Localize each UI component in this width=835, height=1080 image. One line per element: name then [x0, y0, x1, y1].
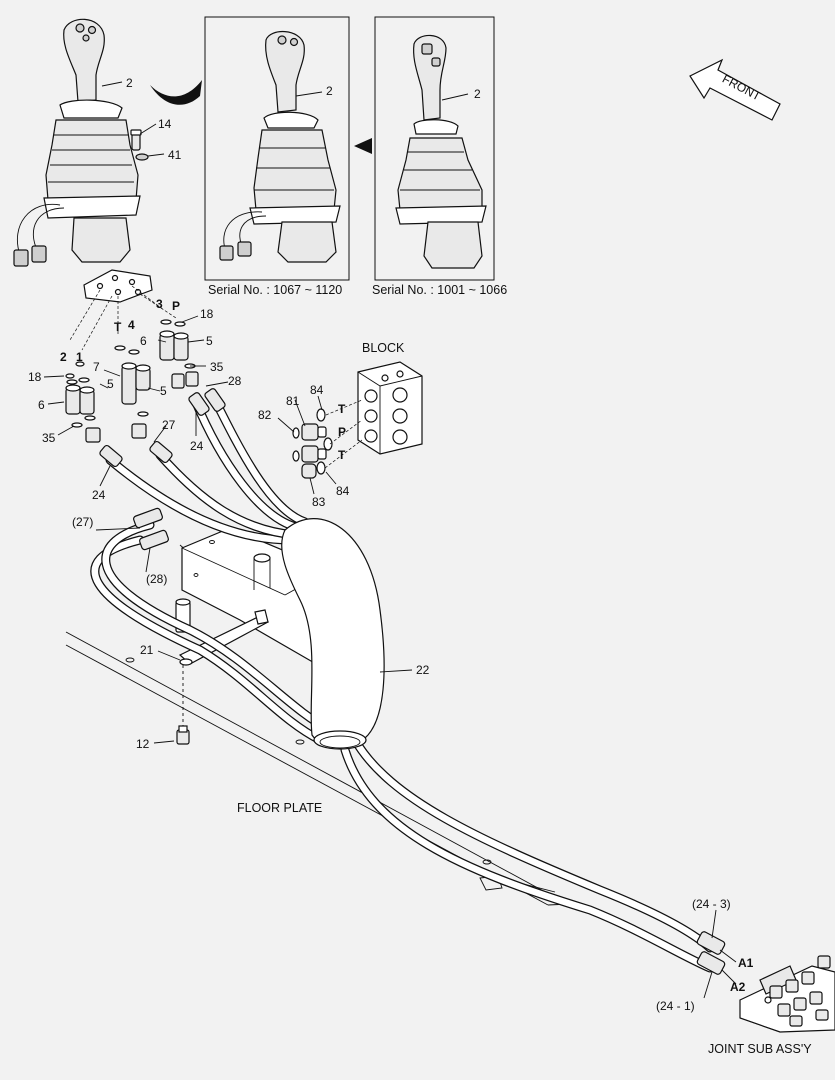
- callout-24-upper: 24: [190, 439, 204, 453]
- joystick-main: [13, 18, 141, 267]
- callout-5-left: 5: [107, 377, 114, 391]
- callout-82: 82: [258, 408, 272, 422]
- ref-28-label: (28): [146, 572, 167, 586]
- block-fittings: [292, 399, 363, 479]
- leader-lines: [43, 81, 737, 999]
- callout-28: 28: [228, 374, 242, 388]
- callout-2-inset-right: 2: [474, 87, 481, 101]
- callout-35-left: 35: [42, 431, 56, 445]
- callout-18-left: 18: [28, 370, 42, 384]
- port-label-t-left: T: [114, 320, 122, 334]
- bolt-14: [130, 129, 149, 161]
- callout-12: 12: [136, 737, 150, 751]
- inset-arrow: [150, 80, 202, 105]
- callout-6-left: 6: [38, 398, 45, 412]
- callout-5-right: 5: [206, 334, 213, 348]
- callout-2-inset-mid: 2: [326, 84, 333, 98]
- callout-24-lower: 24: [92, 488, 106, 502]
- hose-bundle: [90, 395, 715, 973]
- port-label-3: 3: [156, 297, 163, 311]
- joint-sub-assy-label: JOINT SUB ASS'Y: [708, 1042, 812, 1056]
- port-label-a2: A2: [730, 980, 746, 994]
- hose-fittings: [99, 388, 726, 975]
- callout-35-right: 35: [210, 360, 224, 374]
- serial-label-1067: Serial No. : 1067 ~ 1120: [208, 283, 342, 297]
- callout-14: 14: [158, 117, 172, 131]
- callout-83: 83: [312, 495, 326, 509]
- serial-label-1001: Serial No. : 1001 ~ 1066: [372, 283, 507, 297]
- callout-81: 81: [286, 394, 300, 408]
- inset-joystick-1001: Serial No. : 1001 ~ 1066: [372, 16, 507, 297]
- port-label-2: 2: [60, 350, 67, 364]
- protective-sleeve: [281, 518, 385, 750]
- callout-6-right: 6: [140, 334, 147, 348]
- text-labels: 2 2 2 14 41 3 P 18 T 4 6 5 2 1 7 35 18 5…: [28, 76, 812, 1056]
- port-plate: [69, 269, 177, 351]
- port-label-t-block-upper: T: [338, 402, 346, 416]
- callout-41: 41: [168, 148, 182, 162]
- floor-plate-label: FLOOR PLATE: [237, 801, 322, 815]
- port-label-4: 4: [128, 318, 135, 332]
- hose-24-3-label: (24 - 3): [692, 897, 731, 911]
- inset-joystick-1067: Serial No. : 1067 ~ 1120: [204, 16, 350, 297]
- callout-7: 7: [93, 360, 100, 374]
- port-label-p-top: P: [172, 299, 180, 313]
- callout-84-upper: 84: [310, 383, 324, 397]
- port-label-t-block-lower: T: [338, 448, 346, 462]
- callout-21: 21: [140, 643, 154, 657]
- port-label-a1: A1: [738, 956, 754, 970]
- front-arrow: FRONT: [689, 58, 781, 121]
- block-label: BLOCK: [362, 341, 405, 355]
- valve-block: [357, 361, 423, 455]
- callout-2-main: 2: [126, 76, 133, 90]
- fittings: [65, 319, 199, 443]
- callout-84-lower: 84: [336, 484, 350, 498]
- callout-5-middle: 5: [160, 384, 167, 398]
- callout-27: 27: [162, 418, 176, 432]
- joint-sub-assembly: [739, 955, 835, 1033]
- hose-24-1-label: (24 - 1): [656, 999, 695, 1013]
- port-label-p-block: P: [338, 425, 346, 439]
- callout-22: 22: [416, 663, 430, 677]
- callout-18-right: 18: [200, 307, 214, 321]
- ref-27-label: (27): [72, 515, 93, 529]
- port-label-1: 1: [76, 350, 83, 364]
- inset-pointer-arrow: [354, 138, 372, 154]
- bolt-12: [176, 665, 190, 745]
